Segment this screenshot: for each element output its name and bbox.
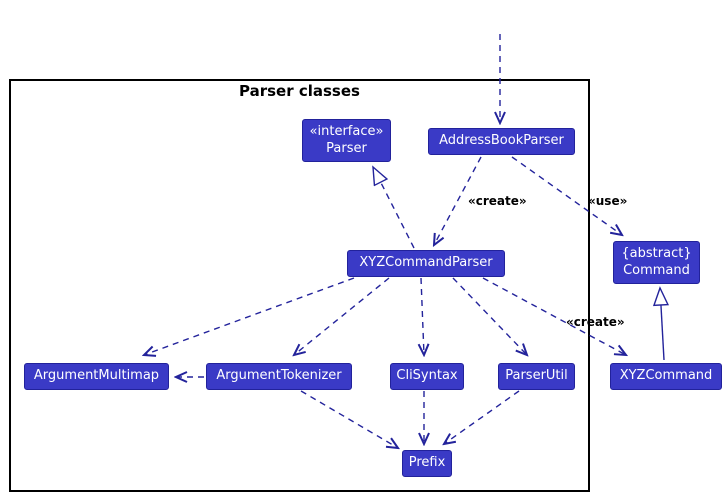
edge-xyzcommandparser-to-argumentmultimap: [144, 277, 355, 355]
class-stereotype: «interface»: [309, 123, 384, 139]
edge-xyzcommandparser-to-clisyntax: [421, 277, 424, 355]
edge-addressbookparser-to-xyzcommandparser-create: [434, 156, 482, 245]
class-xyzcommand: XYZCommand: [610, 363, 722, 390]
class-command-abstract: {abstract} Command: [613, 241, 700, 284]
class-parser-interface: «interface» Parser: [302, 119, 391, 162]
class-stereotype: {abstract}: [621, 245, 692, 261]
edge-addressbookparser-to-command-use: [511, 156, 622, 235]
class-name: Command: [623, 262, 690, 278]
class-name: ArgumentTokenizer: [216, 368, 342, 384]
edge-parserutil-to-prefix: [444, 390, 520, 444]
class-name: Parser: [326, 140, 367, 156]
class-prefix: Prefix: [402, 450, 452, 477]
class-xyzcommandparser: XYZCommandParser: [347, 250, 505, 277]
class-argumenttokenizer: ArgumentTokenizer: [206, 363, 352, 390]
class-name: XYZCommandParser: [359, 255, 493, 271]
frame-title: Parser classes: [239, 82, 360, 100]
class-parserutil: ParserUtil: [498, 363, 575, 390]
class-clisyntax: CliSyntax: [390, 363, 464, 390]
edge-label-use: «use»: [588, 194, 628, 208]
diagram-frame: Parser classes: [9, 79, 590, 492]
edge-xyzcommand-extends-command: [660, 288, 664, 361]
class-name: Prefix: [408, 455, 446, 471]
edge-xyzcommandparser-realizes-parser-interface: [373, 167, 415, 249]
edge-label-create-bottom: «create»: [566, 315, 625, 329]
class-name: ArgumentMultimap: [33, 368, 160, 384]
edge-xyzcommandparser-to-argumenttokenizer: [294, 277, 390, 355]
class-argumentmultimap: ArgumentMultimap: [24, 363, 169, 390]
edge-label-create-top: «create»: [468, 194, 527, 208]
class-name: ParserUtil: [505, 368, 568, 384]
class-name: AddressBookParser: [439, 133, 564, 149]
edge-argumenttokenizer-to-prefix: [300, 390, 398, 448]
edge-xyzcommandparser-to-xyzcommand-create: [482, 277, 626, 355]
class-addressbookparser: AddressBookParser: [428, 128, 575, 155]
class-name: CliSyntax: [396, 368, 458, 384]
class-name: XYZCommand: [619, 368, 713, 384]
edge-xyzcommandparser-to-parserutil: [452, 277, 527, 355]
